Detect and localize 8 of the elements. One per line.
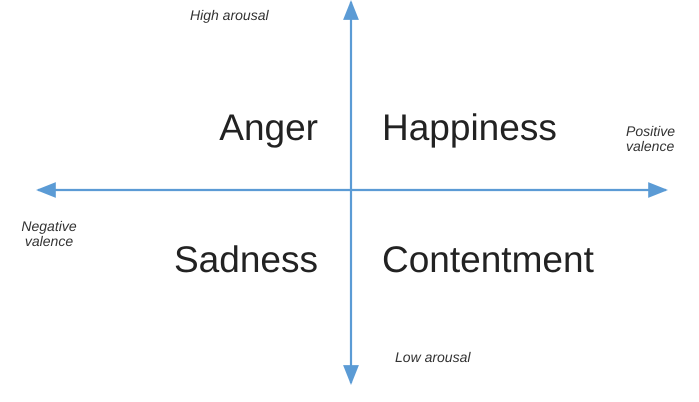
axis-label: Positive valence xyxy=(626,124,676,155)
axis-label: Low arousal xyxy=(395,350,470,366)
quadrant-label: Happiness xyxy=(382,108,557,149)
quadrant-label: Contentment xyxy=(382,240,594,281)
axis-label: High arousal xyxy=(190,8,269,24)
axis-label: Negative valence xyxy=(20,219,78,250)
quadrant-label: Sadness xyxy=(174,240,318,281)
quadrant-label: Anger xyxy=(219,108,318,149)
